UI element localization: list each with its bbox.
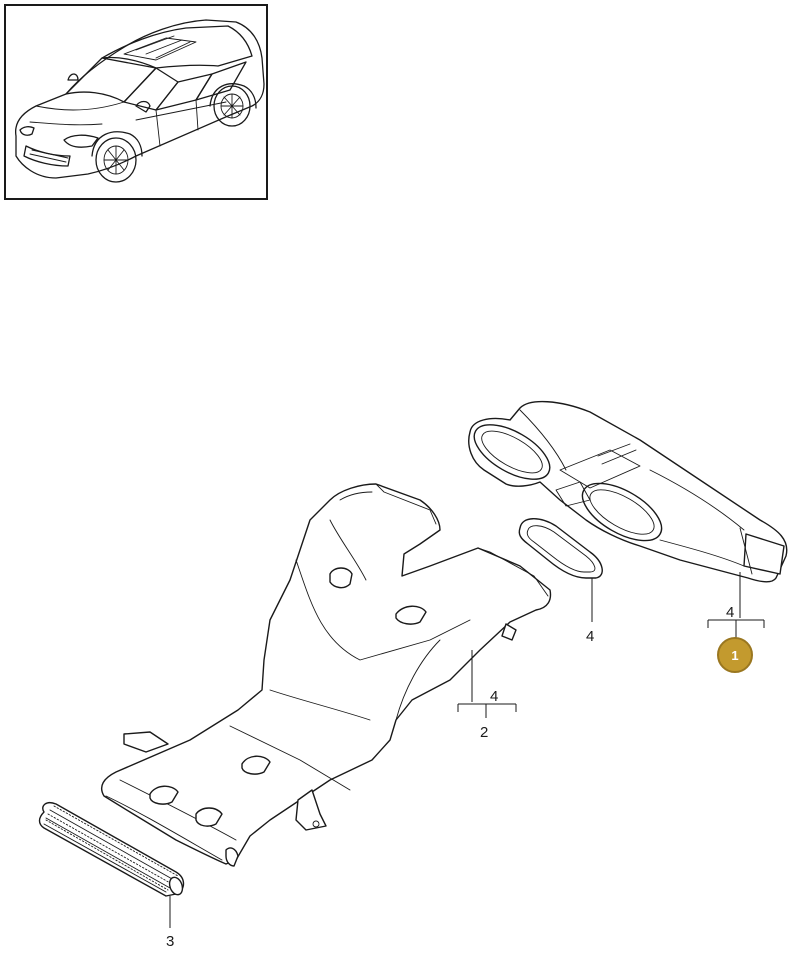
upper-air-duct-part[interactable]: [466, 400, 788, 583]
floor-air-duct-part[interactable]: [100, 483, 552, 867]
callout-4-seal: 4: [586, 628, 594, 645]
vent-grille-part[interactable]: [38, 802, 185, 897]
vehicle-thumbnail-frame: [4, 4, 268, 200]
item-badge-1[interactable]: 1: [717, 637, 753, 673]
suv-thumbnail-icon: [14, 19, 265, 183]
callout-4-floor: 4: [490, 688, 498, 705]
item-badge-label: 1: [731, 648, 738, 663]
seal-ring-part[interactable]: [518, 518, 603, 579]
callout-2: 2: [480, 724, 488, 741]
callout-4-right: 4: [726, 604, 734, 621]
callout-3: 3: [166, 933, 174, 950]
